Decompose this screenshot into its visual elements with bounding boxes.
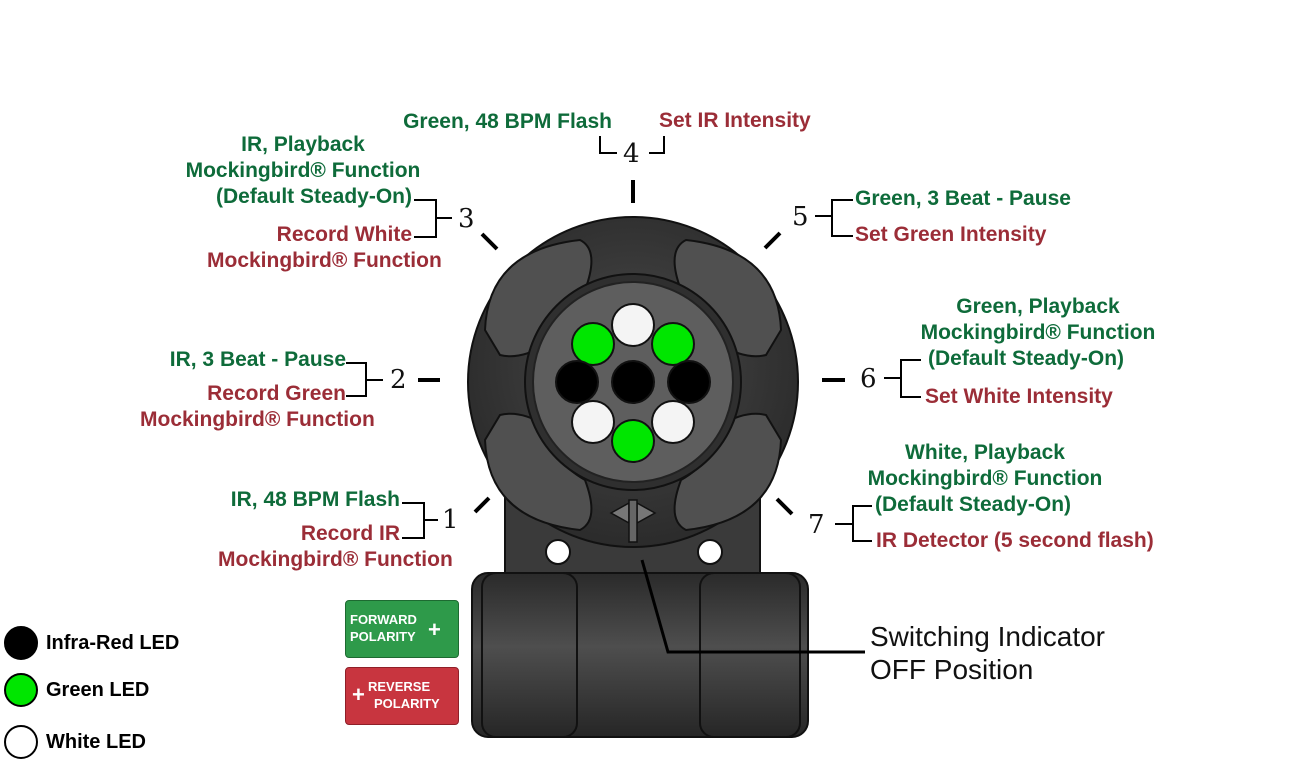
legend-green-label: Green LED [46,678,150,701]
reverse-polarity-badge: + REVERSE POLARITY [345,667,459,725]
reverse-polarity-line-1: REVERSE [368,679,431,694]
bezel-grips [483,238,783,532]
legend-white-swatch [4,725,38,759]
pos5-red-label: Set Green Intensity [855,223,1047,246]
pos3-green-line-3: (Default Steady-On) [215,185,412,208]
pos7-green-line-2: Mockingbird® Function [867,467,1103,490]
legend-ir-swatch [4,626,38,660]
legend-green: Green LED [4,671,149,709]
switching-indicator-line-1: Switching Indicator [870,621,1106,652]
switching-indicator [609,499,657,543]
position-ticks [418,180,845,516]
led-ir-4 [611,360,655,404]
mount-tube [471,572,809,738]
forward-plus-icon: + [428,617,441,642]
led-white-7 [651,400,695,444]
pos6-red-label: Set White Intensity [925,385,1113,408]
pos2-red-label: Record Green [207,382,346,405]
pos1-red-label: Record IR [300,522,400,545]
pos3-red-label-cont: Mockingbird® Function [207,249,442,272]
position-number-5: 5 [792,202,809,232]
position-number-6: 6 [860,364,877,394]
forward-polarity-line-2: POLARITY [350,629,416,644]
led-ir-3 [555,360,599,404]
pos5-green-label: Green, 3 Beat - Pause [855,187,1071,210]
pos4-red-label: Set IR Intensity [659,109,811,132]
legend-ir-label: Infra-Red LED [46,631,180,654]
pos2-red-label-cont: Mockingbird® Function [140,408,375,431]
pos1-green-label: IR, 48 BPM Flash [230,488,400,511]
pos7-red-label: IR Detector (5 second flash) [876,529,1154,552]
pos3-green-line-2: Mockingbird® Function [185,159,421,182]
legend-white: White LED [4,723,146,761]
legend-ir: Infra-Red LED [4,624,179,662]
led-green-8 [611,419,655,463]
forward-polarity-line-1: FORWARD [350,612,417,627]
led-array [555,303,711,463]
forward-polarity-badge: FORWARD POLARITY + [345,600,459,658]
position-number-7: 7 [808,510,825,540]
reverse-polarity-line-2: POLARITY [374,696,440,711]
pos7-green-line-1: White, Playback [905,441,1065,464]
led-green-2 [651,322,695,366]
pos1-red-label-cont: Mockingbird® Function [218,548,453,571]
side-dot-right [697,539,723,565]
legend-white-label: White LED [46,730,146,753]
pos2-green-label: IR, 3 Beat - Pause [169,348,346,371]
position-number-1: 1 [442,505,459,535]
led-white-0 [611,303,655,347]
led-ir-5 [667,360,711,404]
switching-indicator-label: Switching Indicator OFF Position [870,620,1105,686]
side-dot-left [545,539,571,565]
position-number-2: 2 [390,365,407,395]
pos6-green-line-1: Green, Playback [956,295,1120,318]
switch-pointer-line [640,559,865,654]
switching-indicator-line-2: OFF Position [870,654,1034,685]
label-brackets [346,136,921,542]
position-number-4: 4 [623,139,640,169]
reverse-plus-icon: + [352,682,365,707]
pos6-green-line-2: Mockingbird® Function [920,321,1156,344]
position-number-3: 3 [458,204,475,234]
pos3-green-line-1: IR, Playback [241,133,365,156]
led-green-1 [571,322,615,366]
pos7-green-line-3: (Default Steady-On) [875,493,1072,516]
legend-green-swatch [4,673,38,707]
pos3-red-label: Record White [276,223,412,246]
pos4-green-label: Green, 48 BPM Flash [403,110,612,133]
pos6-green-line-3: (Default Steady-On) [928,347,1125,370]
led-white-6 [571,400,615,444]
